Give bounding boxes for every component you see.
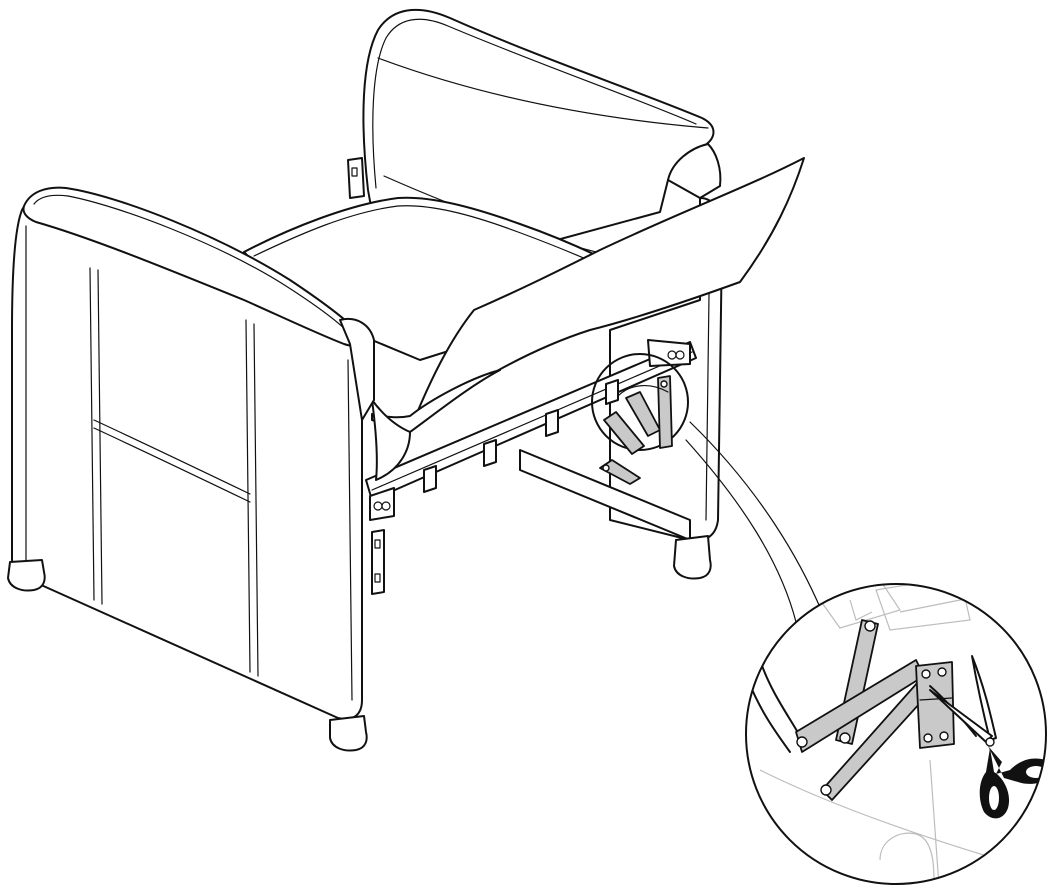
mechanism-location-marker — [591, 353, 689, 485]
front-rail — [365, 339, 697, 595]
callout-leader-lines — [685, 421, 823, 623]
left-armrest — [11, 186, 375, 720]
scissors-icon — [929, 655, 1046, 819]
detail-callout — [745, 583, 1047, 885]
footrest-panel — [371, 157, 805, 481]
chair-feet — [7, 535, 712, 752]
